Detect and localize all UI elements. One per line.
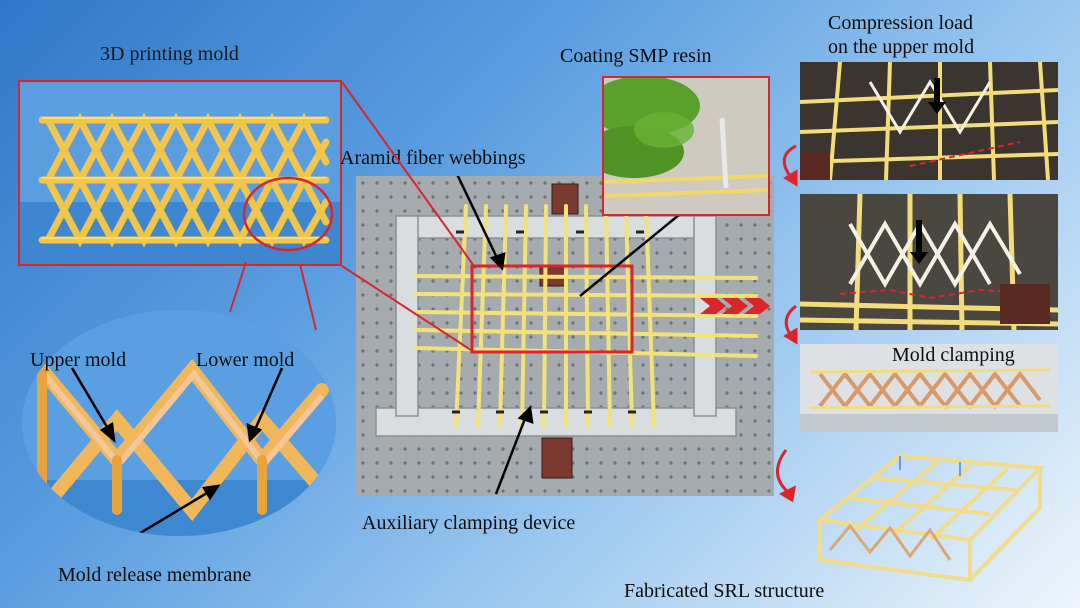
auxiliary-label: Auxiliary clamping device [362,512,576,534]
clamping-device-image [356,176,774,496]
compression-label: Compression load [828,12,973,34]
compression-panel-1 [800,62,1058,180]
printing-mold-label: 3D printing mold [100,43,239,65]
mold-zoom-image [22,310,336,536]
compression-image-2 [800,194,1058,330]
mold-clamping-image [800,344,1058,432]
lower-mold-label: Lower mold [196,349,295,371]
fabricated-label: Fabricated SRL structure [624,580,825,602]
aramid-label: Aramid fiber webbings [340,147,526,169]
mold-clamping-panel [800,344,1058,432]
mold-zoom-oval [22,310,336,536]
compression-image-1 [800,62,1058,180]
clamping-device-photo [356,176,774,496]
release-membrane-label: Mold release membrane [58,564,252,586]
compression-label-2: on the upper mold [828,36,975,58]
compression-panel-2 [800,194,1058,330]
coating-panel [602,76,770,216]
upper-mold-label: Upper mold [30,349,127,371]
coating-label: Coating SMP resin [560,45,712,67]
coating-image [604,78,768,214]
mold-clamping-label: Mold clamping [892,344,1015,366]
printing-mold-image [20,82,340,264]
printing-mold-panel [18,80,342,266]
